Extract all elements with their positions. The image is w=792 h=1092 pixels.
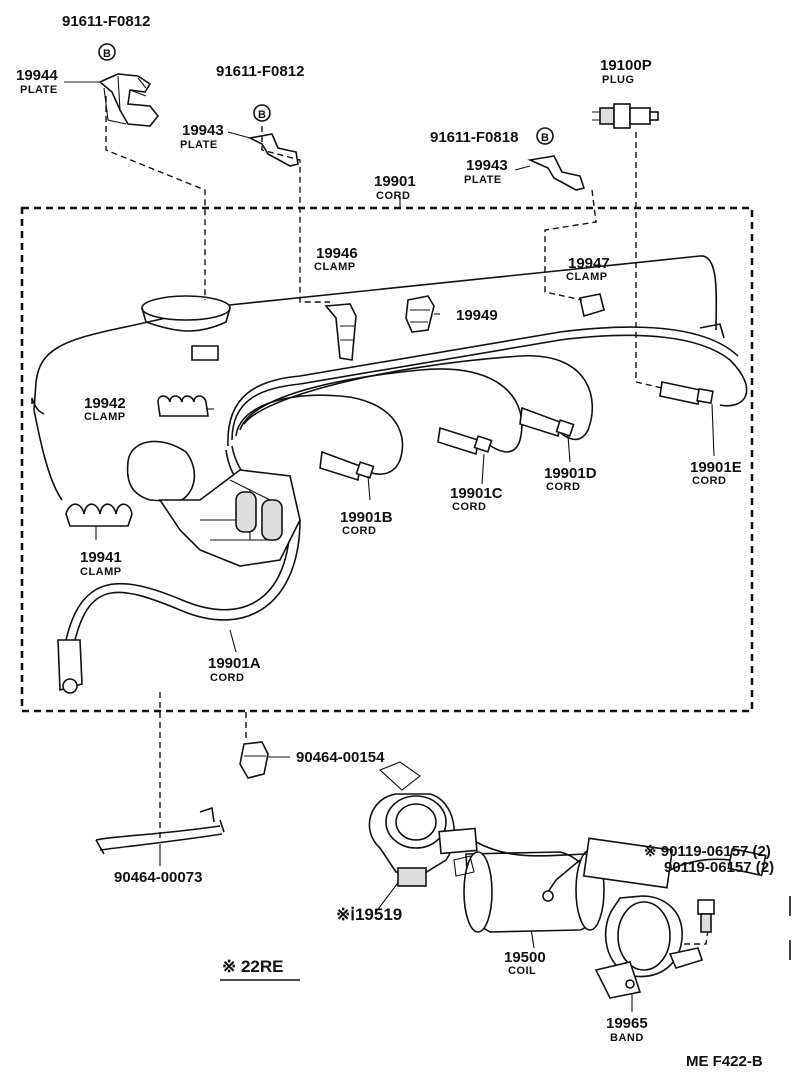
- caption-19946: CLAMP: [314, 261, 356, 273]
- caption-19901: CORD: [376, 190, 410, 202]
- caption-19500: COIL: [508, 965, 536, 977]
- diagram-code: ME F422-B: [686, 1053, 763, 1070]
- distributor-drawing: [126, 440, 301, 567]
- bolt-b-marker-3: [536, 127, 554, 145]
- caption-19943-b: PLATE: [464, 174, 502, 186]
- caption-19941: CLAMP: [80, 566, 122, 578]
- caption-19942: CLAMP: [84, 411, 126, 423]
- label-90119-06157-a: ※ 90119-06157 (2): [644, 843, 771, 860]
- caption-19901c: CORD: [452, 501, 486, 513]
- plate-19943-a-drawing: [247, 133, 299, 167]
- label-19500: 19500: [504, 949, 546, 966]
- clamp-19947-drawing: [579, 293, 605, 318]
- label-19901a: 19901A: [208, 655, 261, 672]
- engine-outline: [31, 255, 725, 501]
- label-19901d: 19901D: [544, 465, 597, 482]
- spark-plug-drawing: [592, 103, 659, 129]
- caption-19965: BAND: [610, 1032, 644, 1044]
- plate-19944-drawing: [98, 73, 160, 127]
- caption-19943-a: PLATE: [180, 139, 218, 151]
- plate-19943-b-drawing: [527, 155, 586, 191]
- cord-boot-c: [437, 426, 493, 456]
- ignition-cord-bundle: [65, 326, 748, 641]
- cord-boot-d: [519, 406, 575, 438]
- clip-90464-00154-drawing: [239, 741, 269, 779]
- ignition-coil-19500-drawing: [453, 849, 605, 933]
- caption-19901a: CORD: [210, 672, 244, 684]
- label-19901c: 19901C: [450, 485, 503, 502]
- caption-19901b: CORD: [342, 525, 376, 537]
- label-91611-f0812-b: 91611-F0812: [216, 63, 304, 80]
- label-91611-f0812-a: 91611-F0812: [62, 13, 150, 30]
- caption-19100p: PLUG: [602, 74, 635, 86]
- caption-19901e: CORD: [692, 475, 726, 487]
- clamp-19942-drawing: [157, 395, 209, 417]
- cord-assembly-frame: [20, 206, 754, 713]
- label-19901b: 19901B: [340, 509, 393, 526]
- label-19947: 19947: [568, 255, 610, 272]
- b-marker-3: B: [541, 132, 549, 144]
- engine-note-22re: ※ 22RE: [222, 957, 284, 976]
- label-19943-a: 19943: [182, 122, 224, 139]
- label-19965: 19965: [606, 1015, 648, 1032]
- b-marker-1: B: [103, 48, 111, 60]
- label-90464-00073: 90464-00073: [114, 869, 202, 886]
- igniter-harness-drawing: [438, 827, 767, 902]
- cord-boot-e: [659, 381, 714, 405]
- clip-90464-00073-drawing: [95, 806, 225, 855]
- b-marker-2: B: [258, 109, 266, 121]
- leader-lines: [105, 96, 709, 945]
- caption-19901d: CORD: [546, 481, 580, 493]
- cord-boot-a: [57, 639, 83, 694]
- label-19100p: 19100P: [600, 57, 652, 74]
- coil-band-19965-drawing: [594, 895, 704, 999]
- clamp-19946-drawing: [324, 303, 357, 361]
- label-19519: ※ⅰ19519: [336, 905, 402, 924]
- clamp-19949-drawing: [405, 295, 435, 333]
- cord-boot-b: [319, 450, 375, 482]
- caption-19944: PLATE: [20, 84, 58, 96]
- label-19901e: 19901E: [690, 459, 742, 476]
- label-19949: 19949: [456, 307, 498, 324]
- bolt-b-marker-2: [253, 104, 271, 122]
- bolt-b-marker-1: [98, 43, 116, 61]
- label-90464-00154: 90464-00154: [296, 749, 385, 766]
- label-19941: 19941: [80, 549, 122, 566]
- label-19946: 19946: [316, 245, 358, 262]
- label-19942: 19942: [84, 395, 126, 412]
- label-90119-06157-b: 90119-06157 (2): [664, 859, 774, 876]
- label-91611-f0818: 91611-F0818: [430, 129, 518, 146]
- igniter-ring-19519-drawing: [368, 761, 455, 887]
- bolt-90119-drawing: [697, 899, 715, 933]
- label-19901: 19901: [374, 173, 416, 190]
- label-19943-b: 19943: [466, 157, 508, 174]
- caption-19947: CLAMP: [566, 271, 608, 283]
- clamp-19941-drawing: [65, 503, 133, 527]
- label-19944: 19944: [16, 67, 58, 84]
